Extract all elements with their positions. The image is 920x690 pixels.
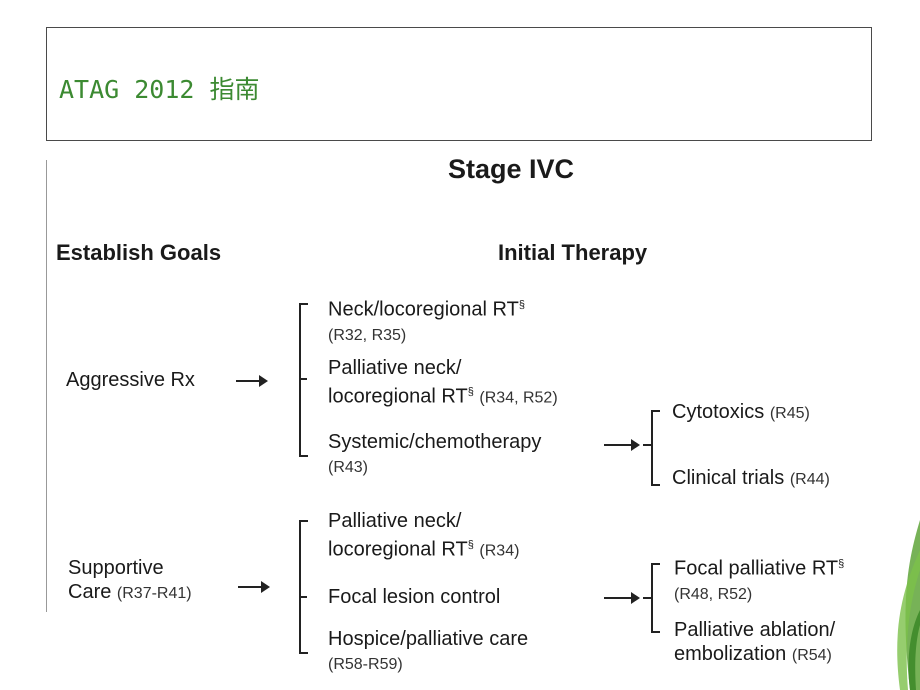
arrow-systemic: [604, 439, 640, 451]
node-label: Clinical trials: [672, 467, 785, 489]
goal-aggressive: Aggressive Rx: [66, 369, 195, 391]
node-focal-lesion: Focal lesion control: [328, 586, 501, 608]
bracket-systemic: [651, 410, 660, 486]
ref-label: (R45): [769, 405, 810, 422]
node-palliative-neck-2: Palliative neck/ locoregional RT§ (R34): [328, 509, 519, 564]
ref-label: (R32, R35): [328, 326, 407, 344]
slide-title: ATAG 2012 指南: [59, 75, 260, 104]
ref-label: (R43): [328, 459, 369, 476]
ref-label: (R58-R59): [328, 656, 403, 673]
node-line1: Systemic/chemotherapy: [328, 431, 542, 453]
bracket-tick: [299, 378, 307, 380]
node-clinical-trials: Clinical trials (R44): [672, 466, 830, 492]
bracket-aggressive: [299, 303, 308, 457]
node-cytotoxics: Cytotoxics (R45): [672, 400, 810, 426]
left-divider: [46, 160, 47, 612]
node-label: Cytotoxics: [672, 401, 765, 423]
node-palliative-neck: Palliative neck/ locoregional RT§ (R34, …: [328, 356, 558, 411]
node-line1: Hospice/palliative care: [328, 628, 529, 650]
node-systemic: Systemic/chemotherapy (R43): [328, 430, 541, 480]
grass-decoration: [897, 520, 920, 690]
node-label: Focal palliative RT: [674, 557, 839, 580]
ref-label: (R48, R52): [674, 585, 753, 603]
section-mark: §: [467, 539, 474, 551]
bracket-tick: [299, 596, 307, 598]
bracket-tick: [643, 597, 651, 599]
node-neck-rt: Neck/locoregional RT§ (R32, R35): [328, 293, 525, 348]
node-line2: locoregional RT: [328, 538, 468, 561]
ref-label: (R54): [791, 647, 832, 664]
title-box: ATAG 2012 指南: [46, 27, 872, 141]
ref-label: (R37-R41): [116, 585, 192, 602]
node-focal-palliative-rt: Focal palliative RT§ (R48, R52): [674, 552, 844, 607]
col-header-therapy: Initial Therapy: [498, 240, 648, 265]
bracket-focal: [651, 563, 660, 633]
section-mark: §: [467, 386, 474, 398]
node-ablation: Palliative ablation/ embolization (R54): [674, 618, 835, 668]
node-hospice: Hospice/palliative care (R58-R59): [328, 627, 528, 677]
arrow-aggressive: [236, 375, 268, 387]
node-line1: Supportive: [68, 557, 164, 579]
goal-supportive: Supportive Care (R37-R41): [68, 556, 192, 606]
node-line1: Palliative ablation/: [674, 619, 836, 641]
ref-label: (R44): [789, 471, 830, 488]
bracket-tick: [643, 444, 651, 446]
node-line1: Palliative neck/: [328, 510, 462, 532]
node-line2: locoregional RT: [328, 385, 468, 408]
bracket-supportive: [299, 520, 308, 654]
node-line2: embolization: [674, 643, 787, 665]
col-header-goals: Establish Goals: [56, 240, 222, 265]
ref-label: (R34, R52): [479, 389, 558, 407]
section-mark: §: [838, 558, 845, 570]
arrow-focal: [604, 592, 640, 604]
arrow-supportive: [238, 581, 270, 593]
section-mark: §: [518, 299, 525, 311]
node-neck-rt-label: Neck/locoregional RT: [328, 298, 519, 321]
node-line2: Care: [68, 581, 112, 603]
ref-label: (R34): [479, 542, 520, 560]
node-line1: Palliative neck/: [328, 357, 462, 379]
diagram-heading: Stage IVC: [448, 154, 575, 184]
